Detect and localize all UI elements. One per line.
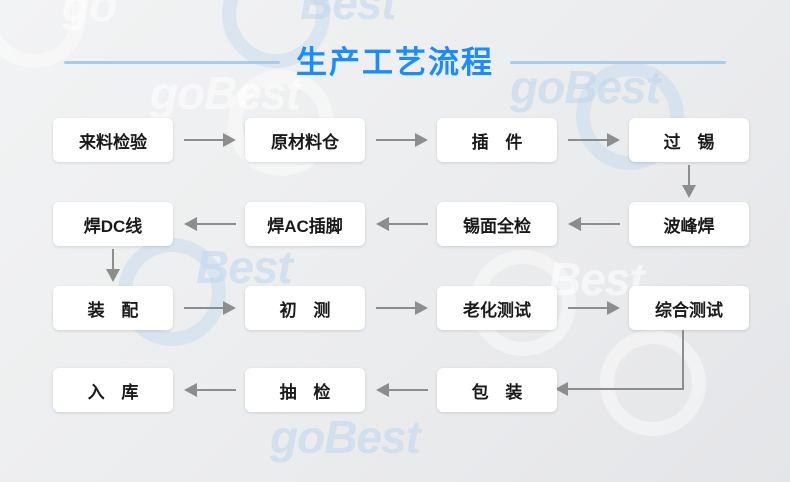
flow-node-bo-feng-han[interactable]: 波峰焊 xyxy=(629,202,749,246)
arrow-right xyxy=(376,301,428,315)
arrow-head xyxy=(223,133,236,147)
arrow-head xyxy=(415,133,428,147)
arrow-head xyxy=(376,383,389,397)
arrow-right xyxy=(568,301,620,315)
arrow-right xyxy=(568,133,620,147)
arrow-head xyxy=(184,217,197,231)
arrow-shaft xyxy=(389,223,428,225)
flow-node-zhuang-pei[interactable]: 装 配 xyxy=(53,286,173,330)
connector-handcxian-to-zhuangpei xyxy=(106,249,120,282)
watermark-logo: Best xyxy=(300,0,397,29)
page-header: 生产工艺流程 xyxy=(0,32,790,92)
arrow-shaft xyxy=(581,223,620,225)
title-rule-left xyxy=(64,60,280,64)
flow-node-ru-ku[interactable]: 入 库 xyxy=(53,368,173,412)
arrow-left xyxy=(184,217,236,231)
flow-node-yuan-cai-liao-cang[interactable]: 原材料仓 xyxy=(245,118,365,162)
arrow-shaft xyxy=(389,389,428,391)
watermark-logo: go xyxy=(62,0,117,31)
arrow-head xyxy=(223,301,236,315)
flow-node-bao-zhuang[interactable]: 包 装 xyxy=(437,368,557,412)
arrow-head xyxy=(607,133,620,147)
arrow-head xyxy=(415,301,428,315)
flow-node-lai-liao-jian-yan[interactable]: 来料检验 xyxy=(53,118,173,162)
arrow-shaft xyxy=(688,165,690,185)
arrow-shaft xyxy=(568,139,607,141)
arrow-shaft xyxy=(568,307,607,309)
arrow-shaft xyxy=(184,139,223,141)
watermark-logo: goBest xyxy=(150,67,301,119)
flow-node-chou-jian[interactable]: 抽 检 xyxy=(245,368,365,412)
arrow-right xyxy=(184,133,236,147)
arrow-shaft xyxy=(112,249,114,269)
arrow-head xyxy=(106,269,120,282)
arrow-left xyxy=(376,383,428,397)
flow-node-zong-he-ce-shi[interactable]: 综合测试 xyxy=(629,286,749,330)
arrow-shaft xyxy=(376,307,415,309)
arrow-shaft xyxy=(197,223,236,225)
arrow-left xyxy=(184,383,236,397)
arrow-right xyxy=(184,301,236,315)
flow-node-guo-xi[interactable]: 过 锡 xyxy=(629,118,749,162)
arrow-head xyxy=(184,383,197,397)
connector-segment-horizontal xyxy=(568,388,684,390)
arrow-shaft xyxy=(184,307,223,309)
title-rule-right xyxy=(510,60,726,64)
watermark-logo: Best xyxy=(548,253,645,305)
arrow-head xyxy=(682,185,696,198)
watermark-logo: goBest xyxy=(270,411,421,463)
connector-guoxi-to-bofenghan xyxy=(682,165,696,198)
arrow-right xyxy=(376,133,428,147)
arrow-left xyxy=(376,217,428,231)
flow-node-xi-mian-quan-jian[interactable]: 锡面全检 xyxy=(437,202,557,246)
watermark-logo: Best xyxy=(196,241,293,293)
arrow-head xyxy=(376,217,389,231)
flow-node-lao-hua-ce-shi[interactable]: 老化测试 xyxy=(437,286,557,330)
arrow-shaft xyxy=(376,139,415,141)
connector-zonghceshi-to-baozhuang xyxy=(555,330,690,396)
arrow-head xyxy=(607,301,620,315)
flow-node-chu-ce[interactable]: 初 测 xyxy=(245,286,365,330)
arrow-left xyxy=(568,217,620,231)
arrow-head xyxy=(568,217,581,231)
watermark-logo: goBest xyxy=(510,61,661,113)
flow-node-han-dc-xian[interactable]: 焊DC线 xyxy=(53,202,173,246)
page-title: 生产工艺流程 xyxy=(296,44,494,80)
arrow-head xyxy=(555,382,568,396)
flow-node-cha-jian[interactable]: 插 件 xyxy=(437,118,557,162)
arrow-shaft xyxy=(197,389,236,391)
flow-node-han-ac-cha-jiao[interactable]: 焊AC插脚 xyxy=(245,202,365,246)
connector-segment-vertical xyxy=(682,330,684,390)
